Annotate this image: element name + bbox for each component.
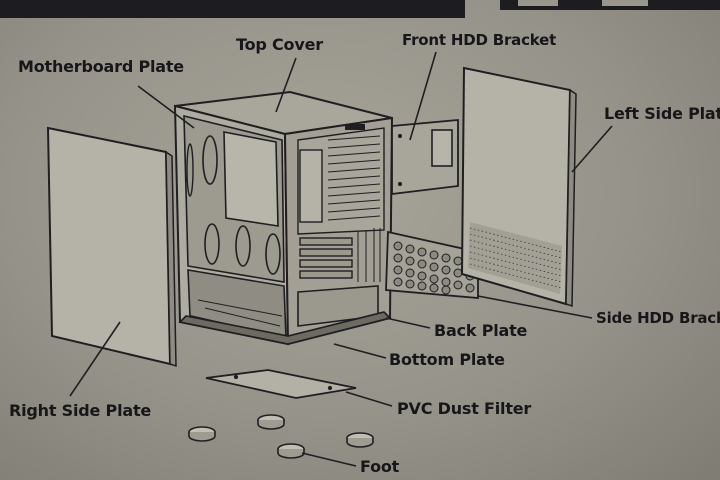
case-body <box>173 90 394 346</box>
label-back-plate: Back Plate <box>434 321 528 340</box>
label-side-hdd-bracket: Side HDD Bracket <box>596 309 720 327</box>
right-side-plate-panel <box>46 126 177 368</box>
label-bottom-plate: Bottom Plate <box>389 350 505 369</box>
label-motherboard-plate: Motherboard Plate <box>18 57 184 76</box>
pvc-dust-filter-sheet <box>205 369 357 399</box>
foot-3 <box>346 432 374 448</box>
foot-2 <box>257 414 285 430</box>
side-hdd-bracket-panel <box>385 230 479 299</box>
foot-4 <box>277 443 305 459</box>
label-front-hdd-bracket: Front HDD Bracket <box>402 31 557 49</box>
label-foot: Foot <box>360 457 400 476</box>
feet <box>188 414 374 459</box>
label-right-side-plate: Right Side Plate <box>9 401 152 420</box>
leader-lines <box>69 51 613 467</box>
front-hdd-bracket-panel <box>391 119 459 196</box>
top-banner <box>0 0 720 18</box>
label-pvc-dust-filter: PVC Dust Filter <box>397 399 532 418</box>
left-side-plate-panel <box>460 66 577 308</box>
label-left-side-plate: Left Side Plate <box>604 104 720 123</box>
label-top-cover: Top Cover <box>236 35 323 54</box>
foot-1 <box>188 426 216 442</box>
